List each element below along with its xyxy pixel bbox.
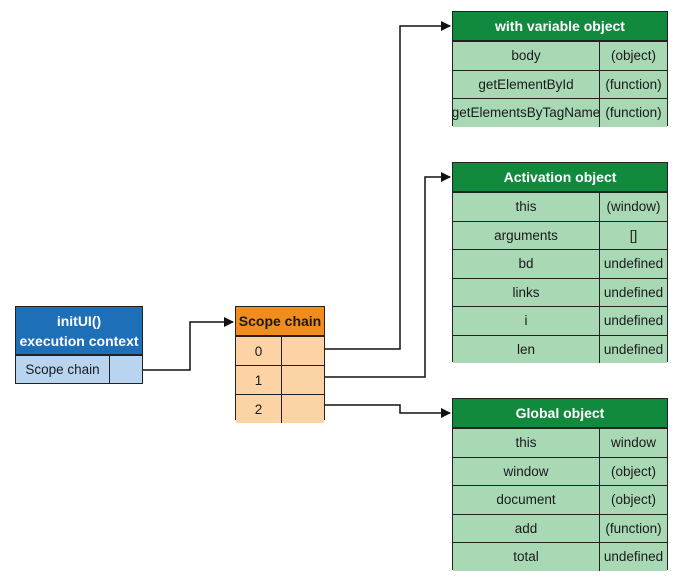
property-name: body bbox=[453, 42, 600, 70]
property-value: window bbox=[610, 435, 657, 451]
scope-chain-header: Scope chain bbox=[236, 307, 324, 336]
arrow-scope-2-to-global-object bbox=[303, 404, 451, 418]
property-name: getElementsByTagName bbox=[452, 99, 600, 127]
property-value: (object) bbox=[610, 48, 656, 64]
with-variable-object-header: with variable object bbox=[453, 12, 667, 41]
property-name: len bbox=[453, 335, 600, 363]
property-name: links bbox=[453, 278, 600, 306]
scope-pointer bbox=[282, 366, 324, 394]
scope-chain-pointer bbox=[110, 356, 142, 383]
scope-index: 2 bbox=[236, 395, 282, 423]
property-value: [] bbox=[629, 227, 638, 243]
property-value: undefined bbox=[603, 284, 664, 300]
object-property-row: len undefined bbox=[453, 334, 667, 363]
property-name: total bbox=[453, 543, 600, 571]
scope-chain-box: Scope chain 0 1 2 bbox=[235, 306, 325, 423]
object-property-row: arguments [] bbox=[453, 220, 667, 249]
object-property-row: getElementById (function) bbox=[453, 69, 667, 98]
property-name: add bbox=[453, 514, 600, 542]
property-value: undefined bbox=[603, 549, 664, 565]
object-property-row: total undefined bbox=[453, 542, 667, 571]
property-name: this bbox=[453, 193, 600, 221]
arrow-scope-1-to-activation-object bbox=[303, 172, 451, 378]
property-name: getElementById bbox=[453, 70, 600, 98]
execution-context-subtitle: execution context bbox=[19, 332, 139, 349]
execution-context-title: initUI() bbox=[56, 312, 102, 329]
object-property-row: this window bbox=[453, 428, 667, 457]
activation-object-header: Activation object bbox=[453, 163, 667, 192]
global-object-header: Global object bbox=[453, 399, 667, 428]
scope-chain-label: Scope chain bbox=[16, 356, 110, 383]
object-property-row: document (object) bbox=[453, 485, 667, 514]
property-value: (function) bbox=[605, 76, 662, 92]
property-value: (object) bbox=[610, 463, 656, 479]
object-property-row: bd undefined bbox=[453, 249, 667, 278]
object-property-row: this (window) bbox=[453, 192, 667, 221]
scope-chain-entry: 0 bbox=[236, 336, 324, 365]
object-property-row: i undefined bbox=[453, 306, 667, 335]
object-property-row: add (function) bbox=[453, 513, 667, 542]
property-name: i bbox=[453, 307, 600, 335]
global-object-box: Global object this window window (object… bbox=[452, 398, 668, 571]
property-value: undefined bbox=[603, 341, 664, 357]
property-value: (object) bbox=[610, 492, 656, 508]
property-value: undefined bbox=[603, 313, 664, 329]
property-value: (window) bbox=[606, 199, 661, 215]
object-property-row: links undefined bbox=[453, 277, 667, 306]
arrow-scope-0-to-with-object bbox=[303, 21, 451, 350]
activation-object-box: Activation object this (window) argument… bbox=[452, 162, 668, 363]
property-value: (function) bbox=[605, 105, 662, 121]
execution-context-header: initUI() execution context bbox=[16, 307, 142, 355]
property-name: this bbox=[453, 429, 600, 457]
object-property-row: body (object) bbox=[453, 41, 667, 70]
property-name: bd bbox=[453, 250, 600, 278]
property-value: undefined bbox=[603, 256, 664, 272]
scope-pointer bbox=[282, 395, 324, 423]
scope-chain-entry: 2 bbox=[236, 394, 324, 423]
property-value: (function) bbox=[605, 520, 662, 536]
property-name: window bbox=[453, 457, 600, 485]
object-property-row: getElementsByTagName (function) bbox=[452, 98, 667, 127]
scope-chain-entry: 1 bbox=[236, 365, 324, 394]
arrow-context-to-scope-chain bbox=[128, 317, 234, 371]
property-name: arguments bbox=[453, 221, 600, 249]
scope-pointer bbox=[282, 337, 324, 365]
with-variable-object-box: with variable object body (object) getEl… bbox=[452, 11, 668, 127]
execution-context-box: initUI() execution context Scope chain bbox=[15, 306, 143, 384]
scope-chain-row: Scope chain bbox=[16, 355, 142, 383]
object-property-row: window (object) bbox=[453, 456, 667, 485]
scope-index: 1 bbox=[236, 366, 282, 394]
scope-index: 0 bbox=[236, 337, 282, 365]
property-name: document bbox=[453, 486, 600, 514]
